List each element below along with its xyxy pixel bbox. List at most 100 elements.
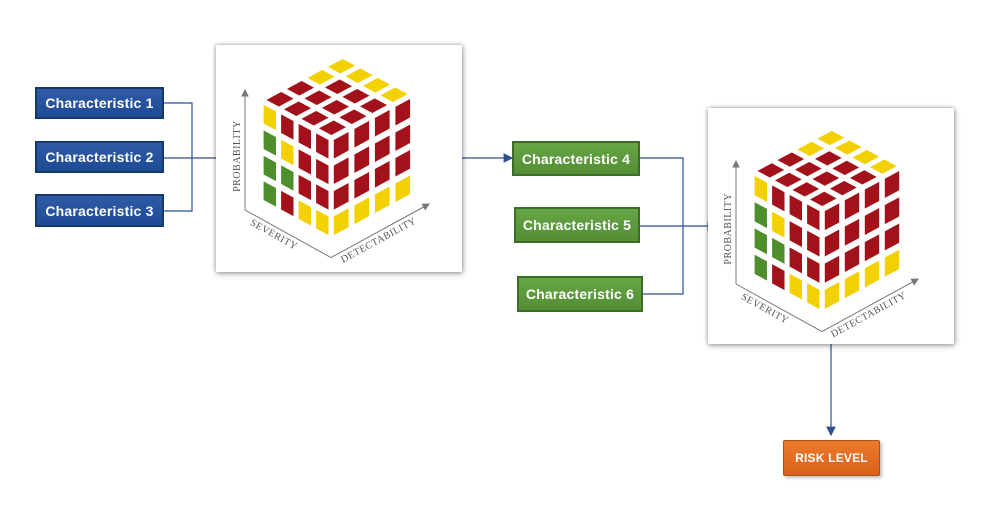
connector-c4 bbox=[640, 157, 684, 226]
cube-right-cell bbox=[823, 227, 841, 259]
connector-c6 bbox=[643, 226, 684, 295]
cube-top-cell bbox=[284, 79, 317, 98]
cube-left-cell bbox=[752, 173, 769, 204]
cube-right-cell bbox=[332, 180, 351, 212]
risk-level-label: RISK LEVEL bbox=[795, 451, 868, 465]
risk-cube-1: PROBABILITY SEVERITY DETECTABILITY bbox=[232, 57, 430, 266]
cube-right-cell bbox=[332, 129, 351, 161]
cube-left-cell bbox=[314, 207, 331, 238]
cube-right-cell bbox=[843, 190, 861, 222]
cube-right-cell bbox=[843, 242, 861, 275]
cube-left-cell bbox=[805, 228, 822, 259]
cube-left-cell bbox=[297, 147, 313, 177]
risk-cube-1-faces bbox=[261, 57, 412, 238]
cube-right-cell bbox=[883, 168, 901, 201]
cube-left-cell bbox=[770, 183, 787, 214]
connector-c1 bbox=[164, 102, 193, 158]
risk-cube-card-2: PROBABILITY SEVERITY DETECTABILITY bbox=[708, 108, 954, 344]
cube-right-cell bbox=[823, 253, 841, 285]
cube-left-cell bbox=[805, 202, 822, 233]
cube-top-cell bbox=[772, 170, 805, 189]
cube-left-cell bbox=[297, 121, 313, 152]
cube-left-cell bbox=[805, 281, 822, 312]
characteristic-1-box[interactable]: Characteristic 1 bbox=[35, 87, 164, 119]
cube-right-cell bbox=[393, 173, 412, 205]
cube-right-cell bbox=[373, 184, 392, 216]
characteristic-5-box[interactable]: Characteristic 5 bbox=[514, 207, 640, 243]
cube-left-cell bbox=[788, 271, 804, 302]
cube-left-cell bbox=[261, 153, 278, 184]
cube-top-cell bbox=[790, 180, 822, 199]
cube-left-cell bbox=[279, 137, 296, 168]
cube-right-cell bbox=[373, 107, 392, 139]
cube-right-cell bbox=[863, 179, 881, 211]
cube-right-cell bbox=[863, 258, 881, 290]
cube-top-cell bbox=[322, 77, 355, 96]
characteristic-3-label: Characteristic 3 bbox=[45, 202, 154, 219]
cube-top-cell bbox=[812, 149, 845, 168]
cube-left-cell bbox=[279, 163, 296, 193]
cube-top-cell bbox=[305, 68, 337, 87]
cube-right-cell bbox=[843, 269, 861, 301]
cube-left-cell bbox=[752, 226, 769, 257]
cube-right-cell bbox=[352, 169, 371, 201]
cube-left-cell bbox=[770, 209, 787, 240]
probability-axis-label: PROBABILITY bbox=[723, 193, 734, 265]
detectability-axis-label: DETECTABILITY bbox=[339, 216, 418, 266]
cube-right-cell bbox=[883, 221, 901, 253]
cube-top-cell bbox=[357, 96, 390, 115]
characteristic-4-box[interactable]: Characteristic 4 bbox=[512, 141, 640, 176]
cube-top-cell bbox=[847, 168, 880, 187]
cube-top-cell bbox=[810, 169, 842, 188]
cube-left-cell bbox=[752, 252, 769, 283]
cube-left-cell bbox=[788, 245, 804, 276]
cube-left-cell bbox=[770, 235, 787, 266]
characteristic-1-label: Characteristic 1 bbox=[45, 95, 154, 111]
cube-right-cell bbox=[863, 205, 881, 238]
characteristic-4-label: Characteristic 4 bbox=[521, 150, 631, 167]
cube-left-cell bbox=[297, 172, 313, 203]
cube-right-cell bbox=[823, 201, 841, 233]
risk-cube-2: PROBABILITY SEVERITY DETECTABILITY bbox=[723, 129, 919, 340]
severity-axis-label: SEVERITY bbox=[739, 292, 790, 327]
cube-left-cell bbox=[261, 179, 278, 209]
cube-right-cell bbox=[823, 279, 841, 312]
cube-right-cell bbox=[393, 96, 412, 128]
cube-top-cell bbox=[815, 129, 847, 148]
cube-top-cell bbox=[850, 148, 882, 167]
cube-top-cell bbox=[360, 76, 393, 95]
characteristic-2-box[interactable]: Characteristic 2 bbox=[35, 141, 164, 173]
cube-top-cell bbox=[807, 190, 840, 208]
cube-top-cell bbox=[319, 98, 352, 117]
cube-top-cell bbox=[340, 87, 372, 106]
characteristic-6-label: Characteristic 6 bbox=[525, 286, 635, 302]
characteristic-2-label: Characteristic 2 bbox=[45, 149, 154, 165]
probability-axis-label: PROBABILITY bbox=[232, 120, 243, 192]
cube-right-cell bbox=[352, 118, 371, 150]
cube-right-cell bbox=[332, 206, 351, 238]
cube-left-cell bbox=[261, 128, 278, 158]
risk-cube-1-axes bbox=[241, 88, 430, 259]
cube-top-cell bbox=[343, 66, 375, 85]
cube-top-cell bbox=[754, 161, 787, 180]
cube-right-cell bbox=[373, 133, 392, 165]
risk-cube-2-faces bbox=[752, 129, 901, 312]
cube-top-cell bbox=[775, 150, 807, 169]
characteristic-3-box[interactable]: Characteristic 3 bbox=[35, 194, 164, 227]
characteristic-6-box[interactable]: Characteristic 6 bbox=[517, 276, 643, 312]
risk-level-box[interactable]: RISK LEVEL bbox=[783, 440, 880, 476]
cube-left-cell bbox=[752, 200, 769, 231]
cube-top-cell bbox=[795, 139, 827, 158]
connector-c3 bbox=[164, 158, 193, 212]
cube-left-cell bbox=[279, 112, 296, 142]
cube-left-cell bbox=[314, 131, 331, 161]
cube-top-cell bbox=[337, 107, 369, 126]
risk-cube-card-1: PROBABILITY SEVERITY DETECTABILITY bbox=[216, 45, 462, 272]
cube-top-cell bbox=[325, 57, 358, 76]
cube-top-cell bbox=[792, 160, 825, 178]
cube-left-cell bbox=[314, 156, 331, 187]
cube-right-cell bbox=[352, 195, 371, 227]
cube-right-cell bbox=[883, 195, 901, 227]
cube-left-cell bbox=[314, 182, 331, 212]
